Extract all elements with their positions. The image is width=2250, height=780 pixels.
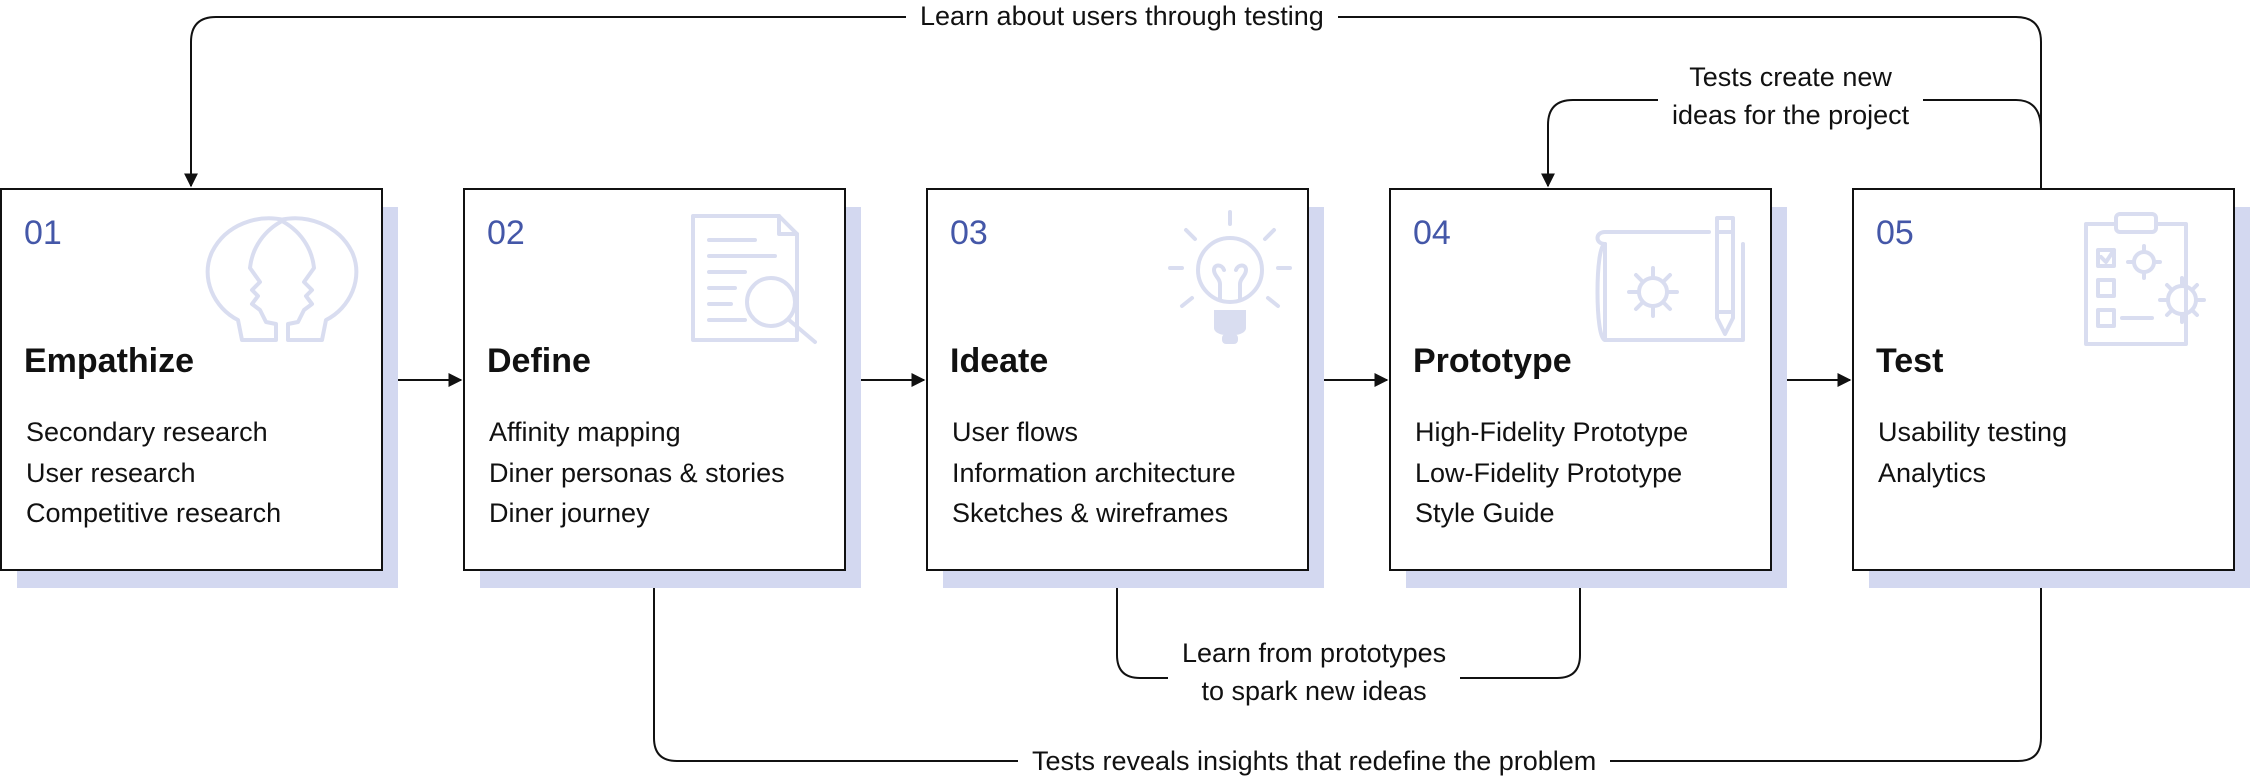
step-items: Affinity mapping Diner personas & storie…	[489, 412, 785, 534]
loop-label-prototype: Tests create new ideas for the project	[1658, 58, 1924, 134]
step-items: User flows Information architecture Sket…	[952, 412, 1236, 534]
step-number: 01	[24, 214, 62, 252]
step-title: Prototype	[1413, 342, 1572, 380]
step-items: Usability testing Analytics	[1878, 412, 2067, 493]
step-items: High-Fidelity Prototype Low-Fidelity Pro…	[1415, 412, 1688, 534]
step-title: Empathize	[24, 342, 195, 380]
checklist-gears-icon	[2084, 212, 2206, 346]
step-title: Define	[487, 342, 591, 380]
loop-label-line: Learn about users through testing	[920, 1, 1324, 31]
step-number: 02	[487, 214, 525, 252]
loop-label-line: to spark new ideas	[1201, 676, 1427, 706]
step-number: 04	[1413, 214, 1451, 252]
step-card: 01 Empathize Secondary research User res…	[0, 188, 383, 571]
step-item: Style Guide	[1415, 498, 1555, 528]
loop-label-line: Tests reveals insights that redefine the…	[1032, 746, 1597, 776]
step-item: High-Fidelity Prototype	[1415, 417, 1689, 447]
step-item: Information architecture	[952, 457, 1236, 488]
step-item: Diner personas & stories	[489, 457, 785, 488]
step-card: 02 Define Affinity mapping Diner persona…	[463, 188, 846, 571]
step-item: Low-Fidelity Prototype	[1415, 457, 1683, 488]
loop-label-line: Tests create new	[1689, 62, 1892, 92]
step-title: Test	[1876, 342, 1944, 380]
loop-label-top: Learn about users through testing	[906, 0, 1338, 35]
step-item: Usability testing	[1878, 417, 2068, 447]
step-item: Analytics	[1878, 457, 1987, 488]
step-item: User flows	[952, 417, 1079, 447]
loop-label-ideate: Learn from prototypes to spark new ideas	[1168, 634, 1461, 710]
step-item: User research	[26, 457, 196, 488]
step-item: Affinity mapping	[489, 417, 681, 447]
loop-test-to-prototype	[1541, 99, 2042, 188]
step-card: 04 Prototype High-Fidelity Prototype Low…	[1389, 188, 1772, 571]
loop-label-line: ideas for the project	[1672, 100, 1910, 130]
lightbulb-icon	[1168, 210, 1292, 344]
document-magnifier-icon	[691, 214, 817, 344]
step-card: 03 Ideate User flows Information archite…	[926, 188, 1309, 571]
step-item: Competitive research	[26, 498, 282, 528]
step-items: Secondary research User research Competi…	[26, 412, 281, 534]
step-card: 05 Test Usability testing Analytics	[1852, 188, 2235, 571]
loop-label-line: Learn from prototypes	[1182, 638, 1447, 668]
two-heads-icon	[205, 216, 359, 342]
step-item: Diner journey	[489, 498, 650, 528]
loop-label-define: Tests reveals insights that redefine the…	[1018, 742, 1611, 780]
step-number: 05	[1876, 214, 1914, 252]
step-number: 03	[950, 214, 988, 252]
step-item: Secondary research	[26, 417, 268, 447]
step-title: Ideate	[950, 342, 1049, 380]
step-item: Sketches & wireframes	[952, 498, 1229, 528]
blueprint-pencil-icon	[1595, 216, 1745, 342]
